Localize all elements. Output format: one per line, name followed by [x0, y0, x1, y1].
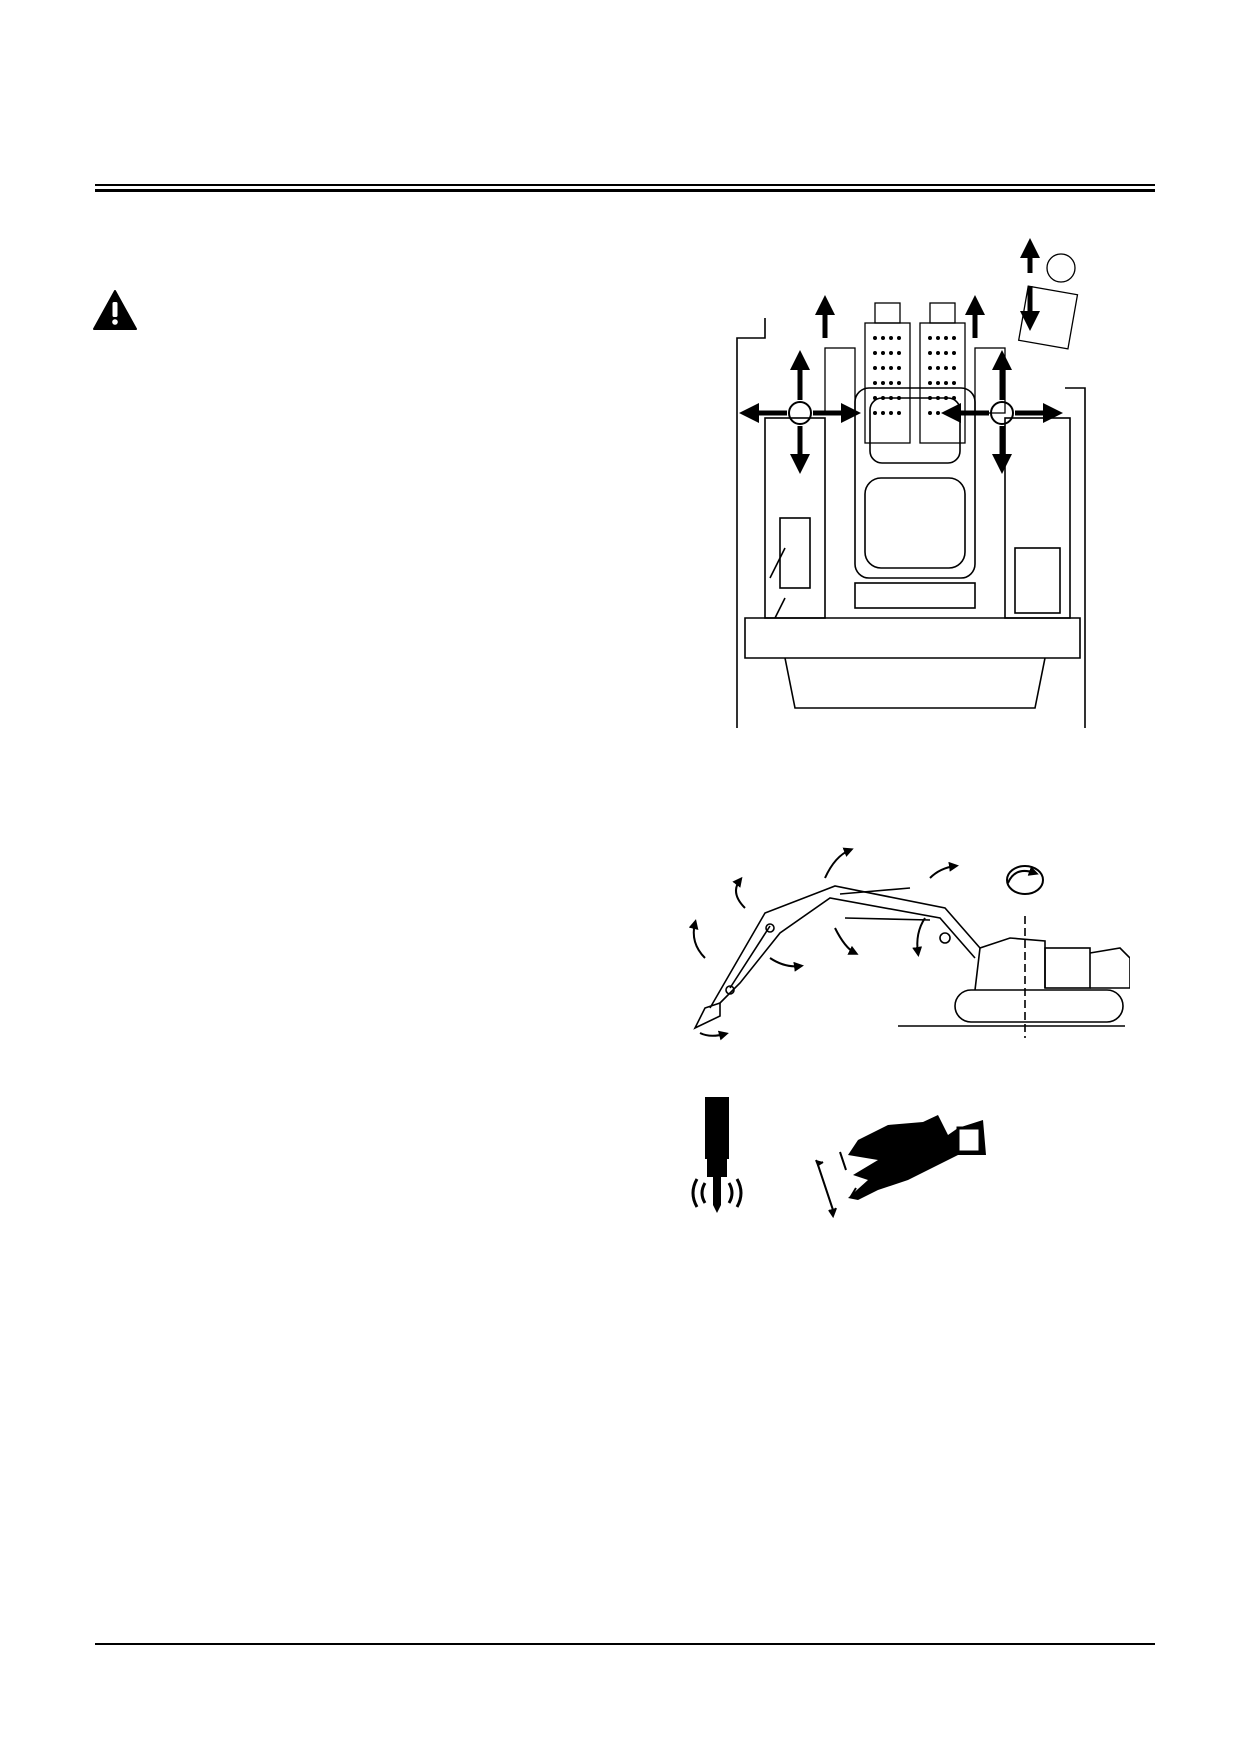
crusher-jaw-illustration [815, 1115, 986, 1219]
footer-rule [95, 1643, 1155, 1645]
warning-triangle-icon [93, 290, 137, 330]
header-rule-thick [95, 189, 1155, 192]
operator-cab-controls-illustration [736, 238, 1086, 728]
excavator-motion-illustration [688, 847, 1130, 1041]
hydraulic-breaker-illustration [691, 1097, 743, 1213]
header-rule-thin [95, 184, 1155, 186]
